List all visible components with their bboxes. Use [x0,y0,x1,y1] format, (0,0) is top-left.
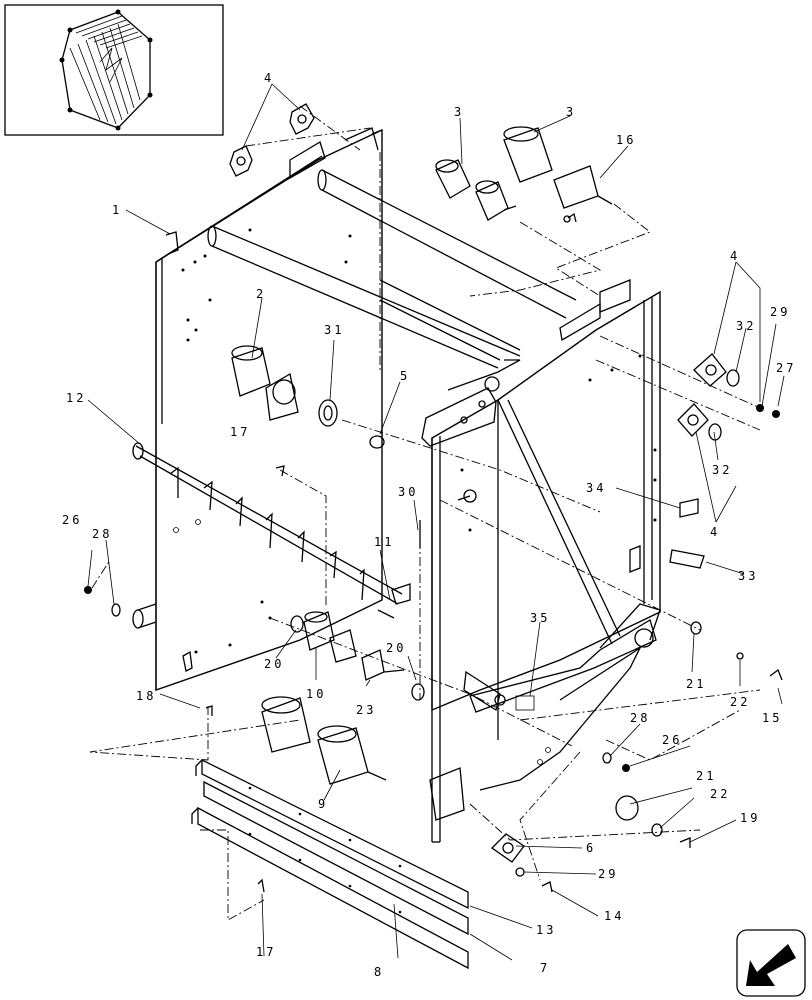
callout-13: 13 [536,923,556,937]
callout-4: 4 [730,249,740,263]
callout-3: 3 [566,105,576,119]
bottom-rails [191,758,469,970]
callout-7: 7 [540,961,550,975]
callout-1: 1 [112,203,122,217]
callout-26: 26 [62,513,82,527]
callout-17: 17 [256,945,276,959]
callout-35: 35 [530,611,550,625]
callout-2: 2 [256,287,266,301]
callout-18: 18 [136,689,156,703]
callout-10: 10 [306,687,326,701]
callout-3: 3 [454,105,464,119]
bearing-6-29-14 [490,833,553,893]
washers-26-28 [84,586,630,772]
callout-4: 4 [264,71,274,85]
bearing-flange-4a [229,145,253,177]
small-fasteners-right [563,212,780,418]
callout-31: 31 [324,323,344,337]
assembly-lines [89,105,761,921]
bearing-31 [318,399,338,427]
callout-14: 14 [604,909,624,923]
callout-20: 20 [264,657,284,671]
washers-21-22-15 [615,621,783,848]
callout-30: 30 [398,485,418,499]
callout-32: 32 [712,463,732,477]
callout-22: 22 [730,695,750,709]
right-side-sheet [421,279,661,843]
callout-11: 11 [374,535,394,549]
callout-9: 9 [318,797,328,811]
bearing-flange-4c [677,353,740,441]
leader-lines [87,83,785,961]
callout-34: 34 [586,481,606,495]
callout-33: 33 [738,569,758,583]
callout-5: 5 [400,369,410,383]
cross-tubes [207,169,577,369]
overview-inset [4,4,224,136]
callout-29: 29 [598,867,618,881]
roller-2 [231,345,299,421]
callout-8: 8 [374,965,384,979]
bolt-17-18-30 [205,465,421,893]
callout-22: 22 [710,787,730,801]
navigation-arrow-icon[interactable] [736,929,806,997]
bearing-flange-4b [289,103,315,135]
callout-29: 29 [770,305,790,319]
callout-15: 15 [762,711,782,725]
callout-19: 19 [740,811,760,825]
callout-20: 20 [386,641,406,655]
callout-6: 6 [586,841,596,855]
callout-21: 21 [686,677,706,691]
callout-4: 4 [710,525,720,539]
callout-28: 28 [630,711,650,725]
callout-17: 17 [230,425,250,439]
callout-12: 12 [66,391,86,405]
roller-10-23 [290,611,425,701]
roller-9 [261,696,387,785]
callout-labels: 1 2 3 3 4 4 4 5 6 7 8 9 10 11 12 13 14 1… [62,71,796,979]
callout-26: 26 [662,733,682,747]
callout-28: 28 [92,527,112,541]
decals-33-34 [669,498,705,569]
overview-baler-icon [59,9,153,131]
roller-3a [435,159,517,221]
left-side-sheet [132,127,383,691]
washer-5 [369,435,385,449]
callout-21: 21 [696,769,716,783]
callout-32: 32 [736,319,756,333]
roller-3b [503,126,613,209]
callout-16: 16 [616,133,636,147]
scraper-bar-assembly [132,442,411,605]
callout-27: 27 [776,361,796,375]
callout-23: 23 [356,703,376,717]
